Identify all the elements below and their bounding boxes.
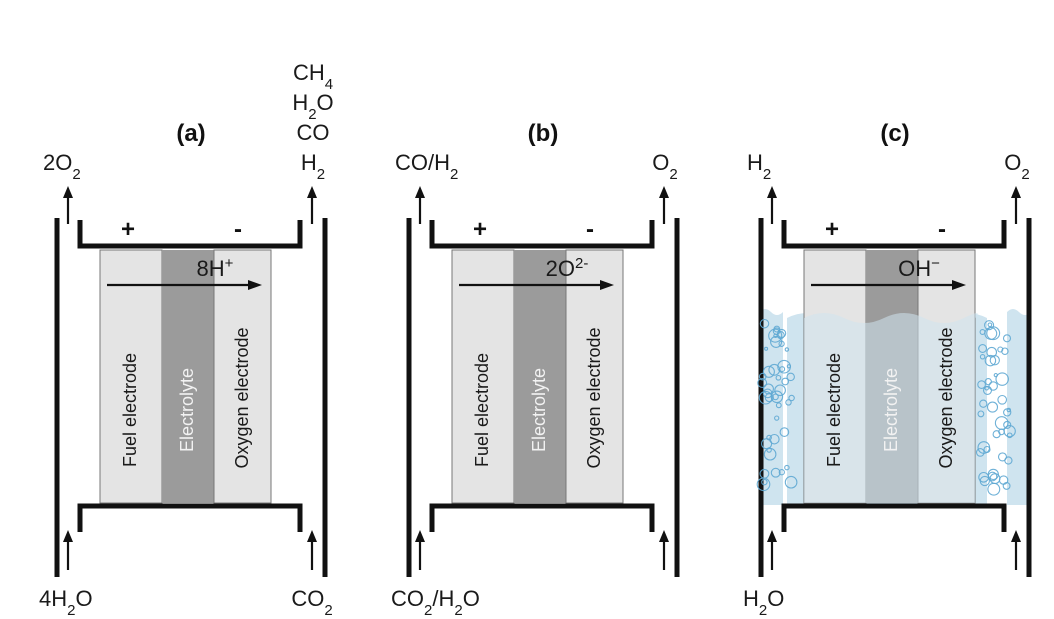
- inlet-right-label: CO2: [291, 586, 332, 619]
- outlet-arrow-left: [63, 186, 73, 224]
- ion-transport-arrow: [811, 280, 966, 290]
- negative-terminal: -: [234, 216, 242, 243]
- panel-title: (a): [176, 120, 205, 147]
- bubbles-left: [756, 318, 798, 492]
- outlet-right-label: O2: [652, 150, 677, 183]
- outlet-arrow-right: [659, 186, 669, 224]
- outlet-arrow-right: [1011, 186, 1021, 224]
- electrolyte-label: Electrolyte: [529, 368, 549, 452]
- inlet-arrow-right: [659, 530, 669, 570]
- electrolyte-label: Electrolyte: [881, 368, 901, 452]
- inlet-arrow-left: [63, 530, 73, 570]
- oxygen-electrode-label: Oxygen electrode: [584, 327, 604, 468]
- outlet-right-label: O2: [1004, 150, 1029, 183]
- oxygen-electrode: [565, 249, 624, 504]
- ion-label: 8H+: [197, 255, 234, 282]
- outlet-right-label: H2: [301, 150, 325, 183]
- top-current-collector: [429, 220, 655, 249]
- positive-terminal: +: [473, 216, 487, 243]
- inlet-arrow-left: [767, 530, 777, 570]
- fuel-electrode: [99, 249, 163, 504]
- panel-title: (b): [528, 120, 559, 147]
- outlet-left-label: CO/H2: [395, 150, 458, 183]
- inlet-left-label: H2O: [743, 586, 784, 619]
- fuel-electrode-label: Fuel electrode: [472, 353, 492, 467]
- inlet-arrow-right: [307, 530, 317, 570]
- electrolyte-membrane: [162, 250, 214, 503]
- outlet-right-label: CH4: [293, 60, 333, 93]
- ion-label: OH−: [898, 255, 940, 282]
- outlet-right-label: CO: [297, 120, 330, 145]
- inlet-left-label: CO2/H2O: [391, 586, 480, 619]
- fuel-electrode: [451, 249, 515, 504]
- oxygen-electrode-label: Oxygen electrode: [936, 327, 956, 468]
- positive-terminal: +: [825, 216, 839, 243]
- ion-transport-arrow: [107, 280, 262, 290]
- bubbles-right: [975, 320, 1016, 496]
- top-current-collector: [77, 220, 303, 249]
- outlet-left-label: 2O2: [43, 150, 81, 183]
- outlet-arrow-left: [415, 186, 425, 224]
- fuel-electrode-label: Fuel electrode: [120, 353, 140, 467]
- positive-terminal: +: [121, 216, 135, 243]
- negative-terminal: -: [938, 216, 946, 243]
- inlet-arrow-left: [415, 530, 425, 570]
- outlet-arrow-right: [307, 186, 317, 224]
- inlet-left-label: 4H2O: [39, 586, 93, 619]
- negative-terminal: -: [586, 216, 594, 243]
- liquid-overlay: [804, 313, 978, 503]
- electrolyte-label: Electrolyte: [177, 368, 197, 452]
- outlet-arrow-left: [767, 186, 777, 224]
- top-current-collector: [781, 220, 1007, 249]
- ion-label: 2O2-: [546, 255, 589, 282]
- panel-title: (c): [880, 120, 909, 147]
- bottom-current-collector: [77, 503, 303, 532]
- oxygen-electrode-label: Oxygen electrode: [232, 327, 252, 468]
- oxygen-electrode: [213, 249, 272, 504]
- bottom-current-collector: [429, 503, 655, 532]
- fuel-electrode-label: Fuel electrode: [824, 353, 844, 467]
- outlet-right-label: H2O: [292, 90, 333, 123]
- outlet-left-label: H2: [747, 150, 771, 183]
- ion-transport-arrow: [459, 280, 614, 290]
- electrolyte-membrane: [514, 250, 566, 503]
- bottom-current-collector: [781, 503, 1007, 532]
- inlet-arrow-right: [1011, 530, 1021, 570]
